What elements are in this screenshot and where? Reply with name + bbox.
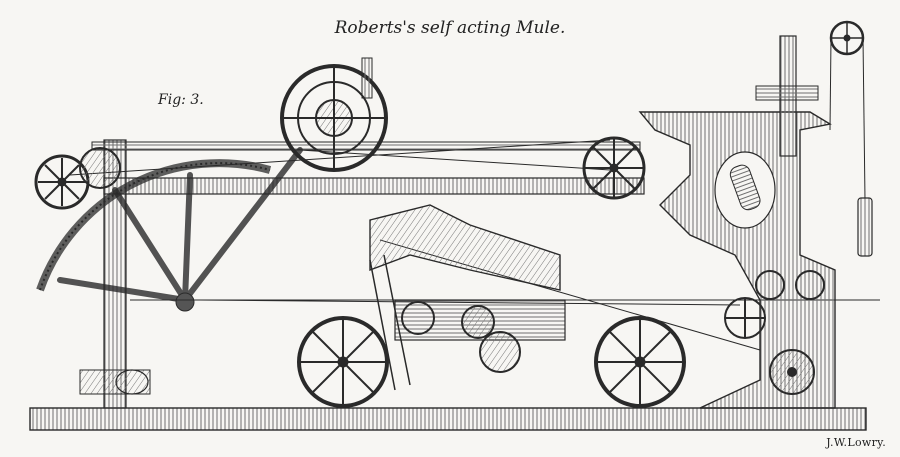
left-gear — [79, 147, 121, 189]
left-foot-pulley — [115, 369, 149, 395]
cam-wheel — [280, 64, 388, 172]
counterweight — [857, 197, 873, 257]
carriage-wheel-right — [594, 316, 686, 408]
top-rail — [91, 141, 641, 151]
pivot-hub — [175, 292, 195, 312]
base-plinth — [29, 407, 867, 431]
left-post-foot — [79, 369, 151, 395]
left-post — [103, 139, 127, 409]
plate-title: Roberts's self acting Mule. — [334, 18, 566, 38]
upper-right-pulley — [582, 136, 646, 200]
frame-struts — [57, 147, 303, 303]
engraver-signature: J.W.Lowry. — [826, 436, 886, 449]
spindle-bobbin — [729, 164, 761, 211]
cam-post — [361, 57, 373, 99]
headstock-frame — [638, 111, 836, 409]
shaft-collar — [755, 85, 819, 101]
headstock-pulleys — [724, 270, 825, 395]
main-beam — [103, 177, 645, 195]
counterweight-pulley — [829, 20, 866, 201]
carriage-wheel-left — [297, 316, 389, 408]
carriage-assembly — [369, 204, 566, 391]
figure-label: Fig: 3. — [158, 92, 204, 108]
